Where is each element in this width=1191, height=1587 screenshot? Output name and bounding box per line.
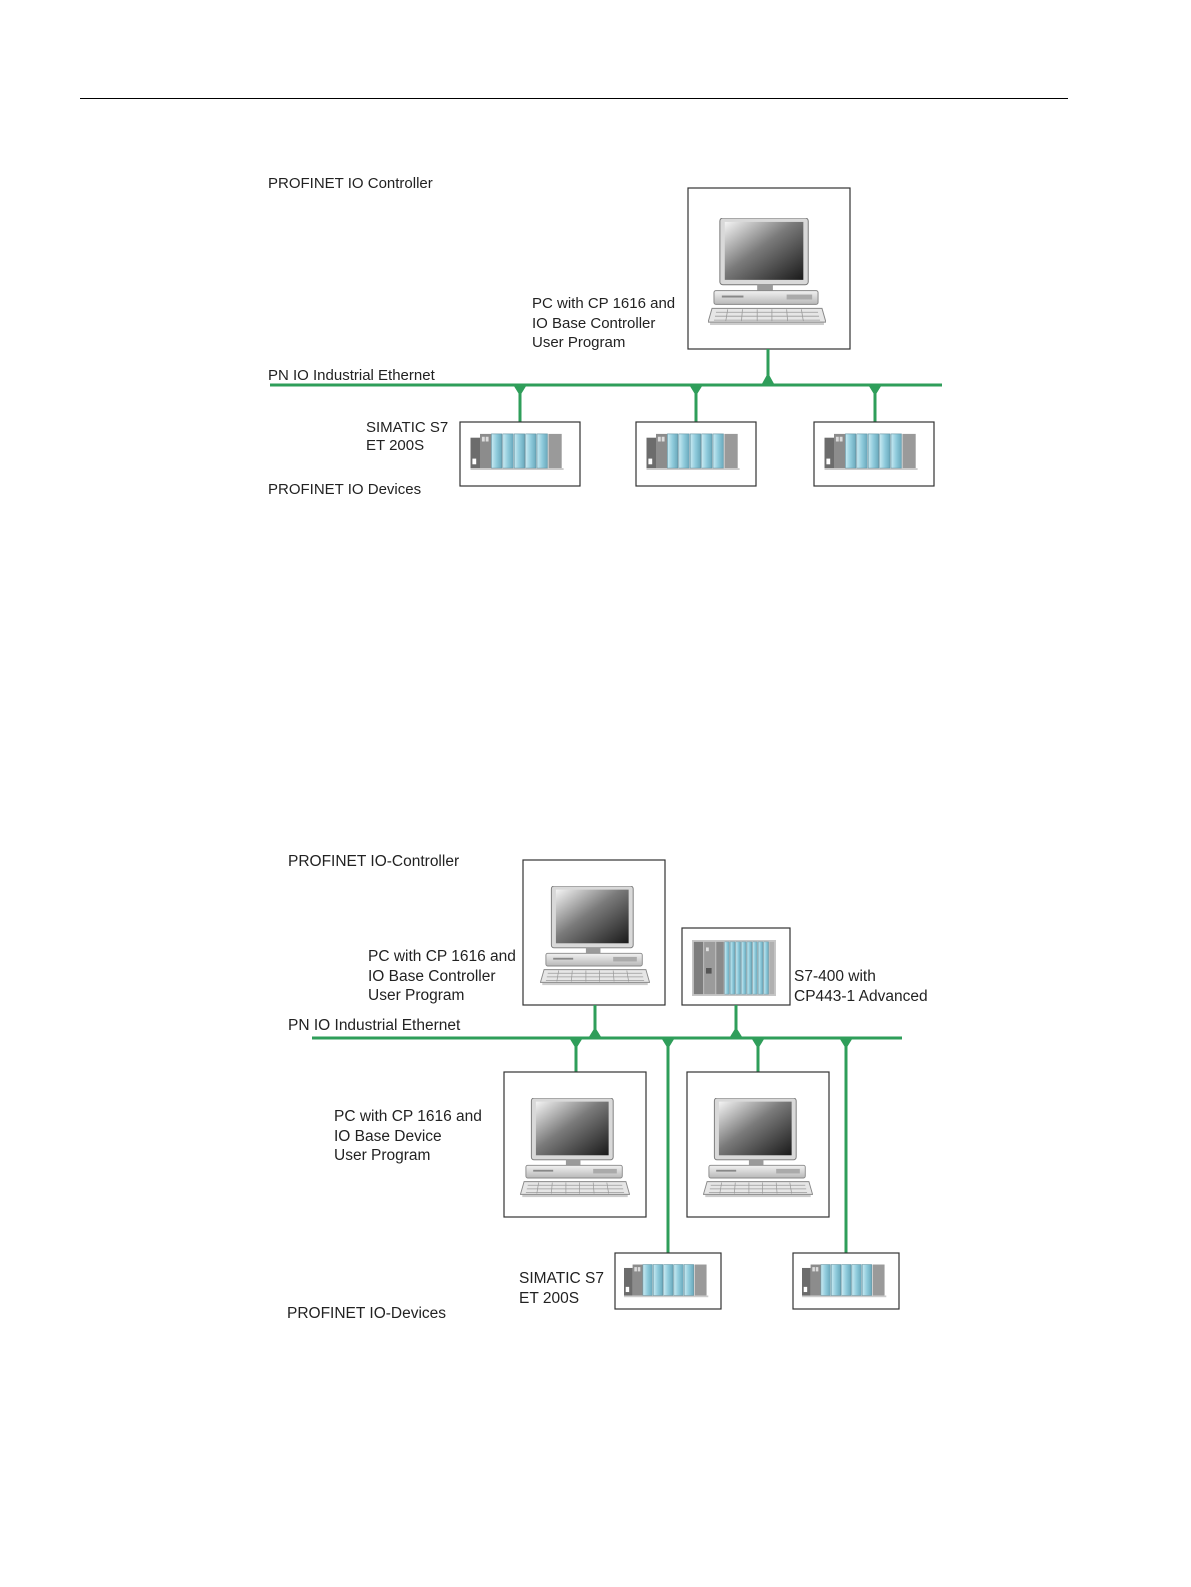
et200s-module-icon [824,433,919,470]
computer-icon [520,1098,630,1198]
figure-2 [312,859,902,1310]
figure-1 [270,187,942,487]
fig1-network-label: PN IO Industrial Ethernet [268,367,435,384]
computer-icon [703,1098,813,1198]
et200s-module-icon [470,433,565,470]
fig2-pc-controller-label: PC with CP 1616 and IO Base Controller U… [368,948,516,1004]
fig2-controller-title: PROFINET IO-Controller [288,853,460,870]
et200s-module-icon [802,1264,887,1298]
header-rule [80,98,1068,99]
computer-icon [540,886,650,986]
fig1-controller-title: PROFINET IO Controller [268,175,433,192]
fig1-pc-label: PC with CP 1616 and IO Base Controller U… [532,295,676,351]
fig2-device-label: SIMATIC S7 ET 200S [519,1270,604,1307]
et200s-module-icon [624,1264,709,1298]
fig2-pc-device-label: PC with CP 1616 and IO Base Device User … [334,1108,482,1164]
fig1-device-label: SIMATIC S7 ET 200S [366,419,449,454]
et200s-module-icon [646,433,741,470]
fig2-devices-title: PROFINET IO-Devices [287,1305,447,1322]
s7-400-rack-icon [692,940,776,996]
fig2-s7-label: S7-400 with CP443-1 Advanced [794,968,928,1005]
fig1-devices-title: PROFINET IO Devices [268,481,422,498]
computer-icon [708,218,826,326]
fig2-network-label: PN IO Industrial Ethernet [288,1017,461,1034]
